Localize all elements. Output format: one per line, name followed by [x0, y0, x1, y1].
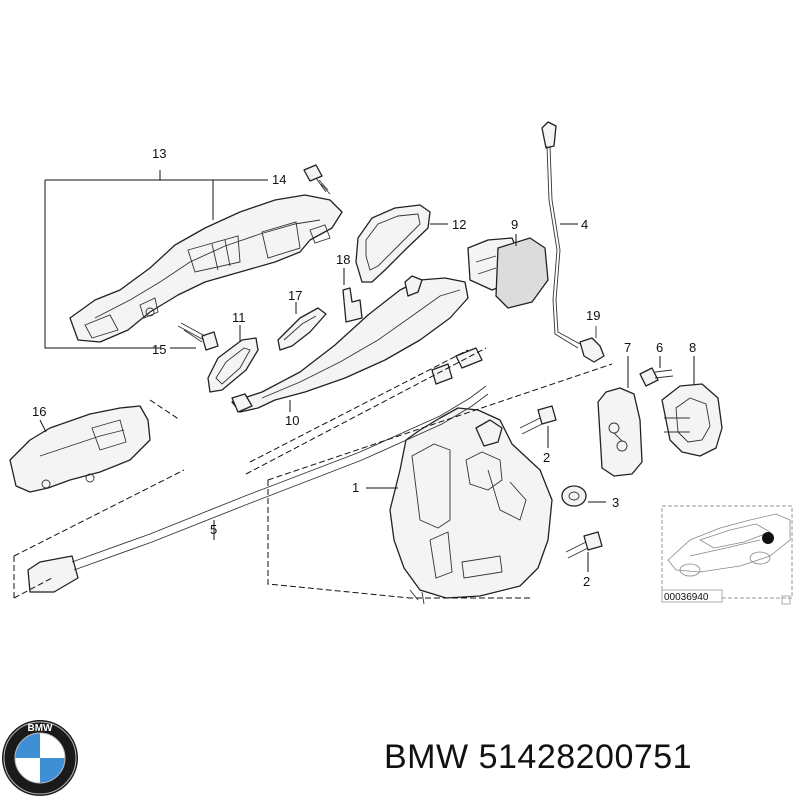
part-7-cover	[597, 356, 643, 477]
part-number: 51428200751	[478, 738, 693, 776]
callout-12: 12	[452, 217, 466, 232]
logo-lettering: BMW	[28, 723, 54, 734]
callout-18: 18	[336, 252, 350, 267]
locator-marker-icon	[762, 532, 774, 544]
part-3-grommet	[561, 485, 606, 507]
callout-14: 14	[272, 172, 286, 187]
part-11-gasket	[207, 325, 259, 393]
callout-labels: 13 14 12 9 4 18 17 11 19 15 7 6 8 16 10 …	[32, 146, 696, 589]
part-17-seal	[277, 302, 327, 351]
locator-thumbnail: 00036940	[661, 505, 793, 605]
callout-4: 4	[581, 217, 588, 232]
part-15-screw	[170, 322, 219, 351]
callout-11: 11	[232, 310, 246, 325]
part-18-clip	[342, 268, 363, 323]
part-6-screw	[639, 356, 674, 387]
part-13-handle-carrier	[44, 170, 343, 349]
callout-1: 1	[352, 480, 359, 495]
callout-16: 16	[32, 404, 46, 419]
callout-7: 7	[624, 340, 631, 355]
callout-19: 19	[586, 308, 600, 323]
callout-5: 5	[210, 522, 217, 537]
callout-3: 3	[612, 495, 619, 510]
part-8-striker	[661, 356, 723, 457]
part-4-rod	[541, 121, 581, 349]
callout-17: 17	[288, 288, 302, 303]
part-14-screw	[303, 164, 331, 195]
callout-2-upper: 2	[543, 450, 550, 465]
callout-2-lower: 2	[583, 574, 590, 589]
bmw-logo-icon: BMW	[2, 720, 78, 796]
part-19-clip	[579, 326, 605, 363]
part-2-screw-lower	[565, 531, 603, 572]
part-12-gasket	[355, 204, 448, 283]
part-2-screw-upper	[519, 405, 557, 448]
callout-10: 10	[285, 413, 299, 428]
callout-9: 9	[511, 217, 518, 232]
callout-13: 13	[152, 146, 166, 161]
callout-15: 15	[152, 342, 166, 357]
part-16-interior-handle	[9, 405, 151, 493]
part-5-cable	[13, 347, 613, 599]
callout-8: 8	[689, 340, 696, 355]
part-10-outer-handle	[231, 275, 469, 413]
part-1-lock-body	[366, 407, 553, 605]
part-9-lock-cap	[467, 234, 549, 309]
brand-name: BMW	[384, 738, 469, 776]
thumbnail-code: 00036940	[664, 592, 709, 603]
callout-6: 6	[656, 340, 663, 355]
